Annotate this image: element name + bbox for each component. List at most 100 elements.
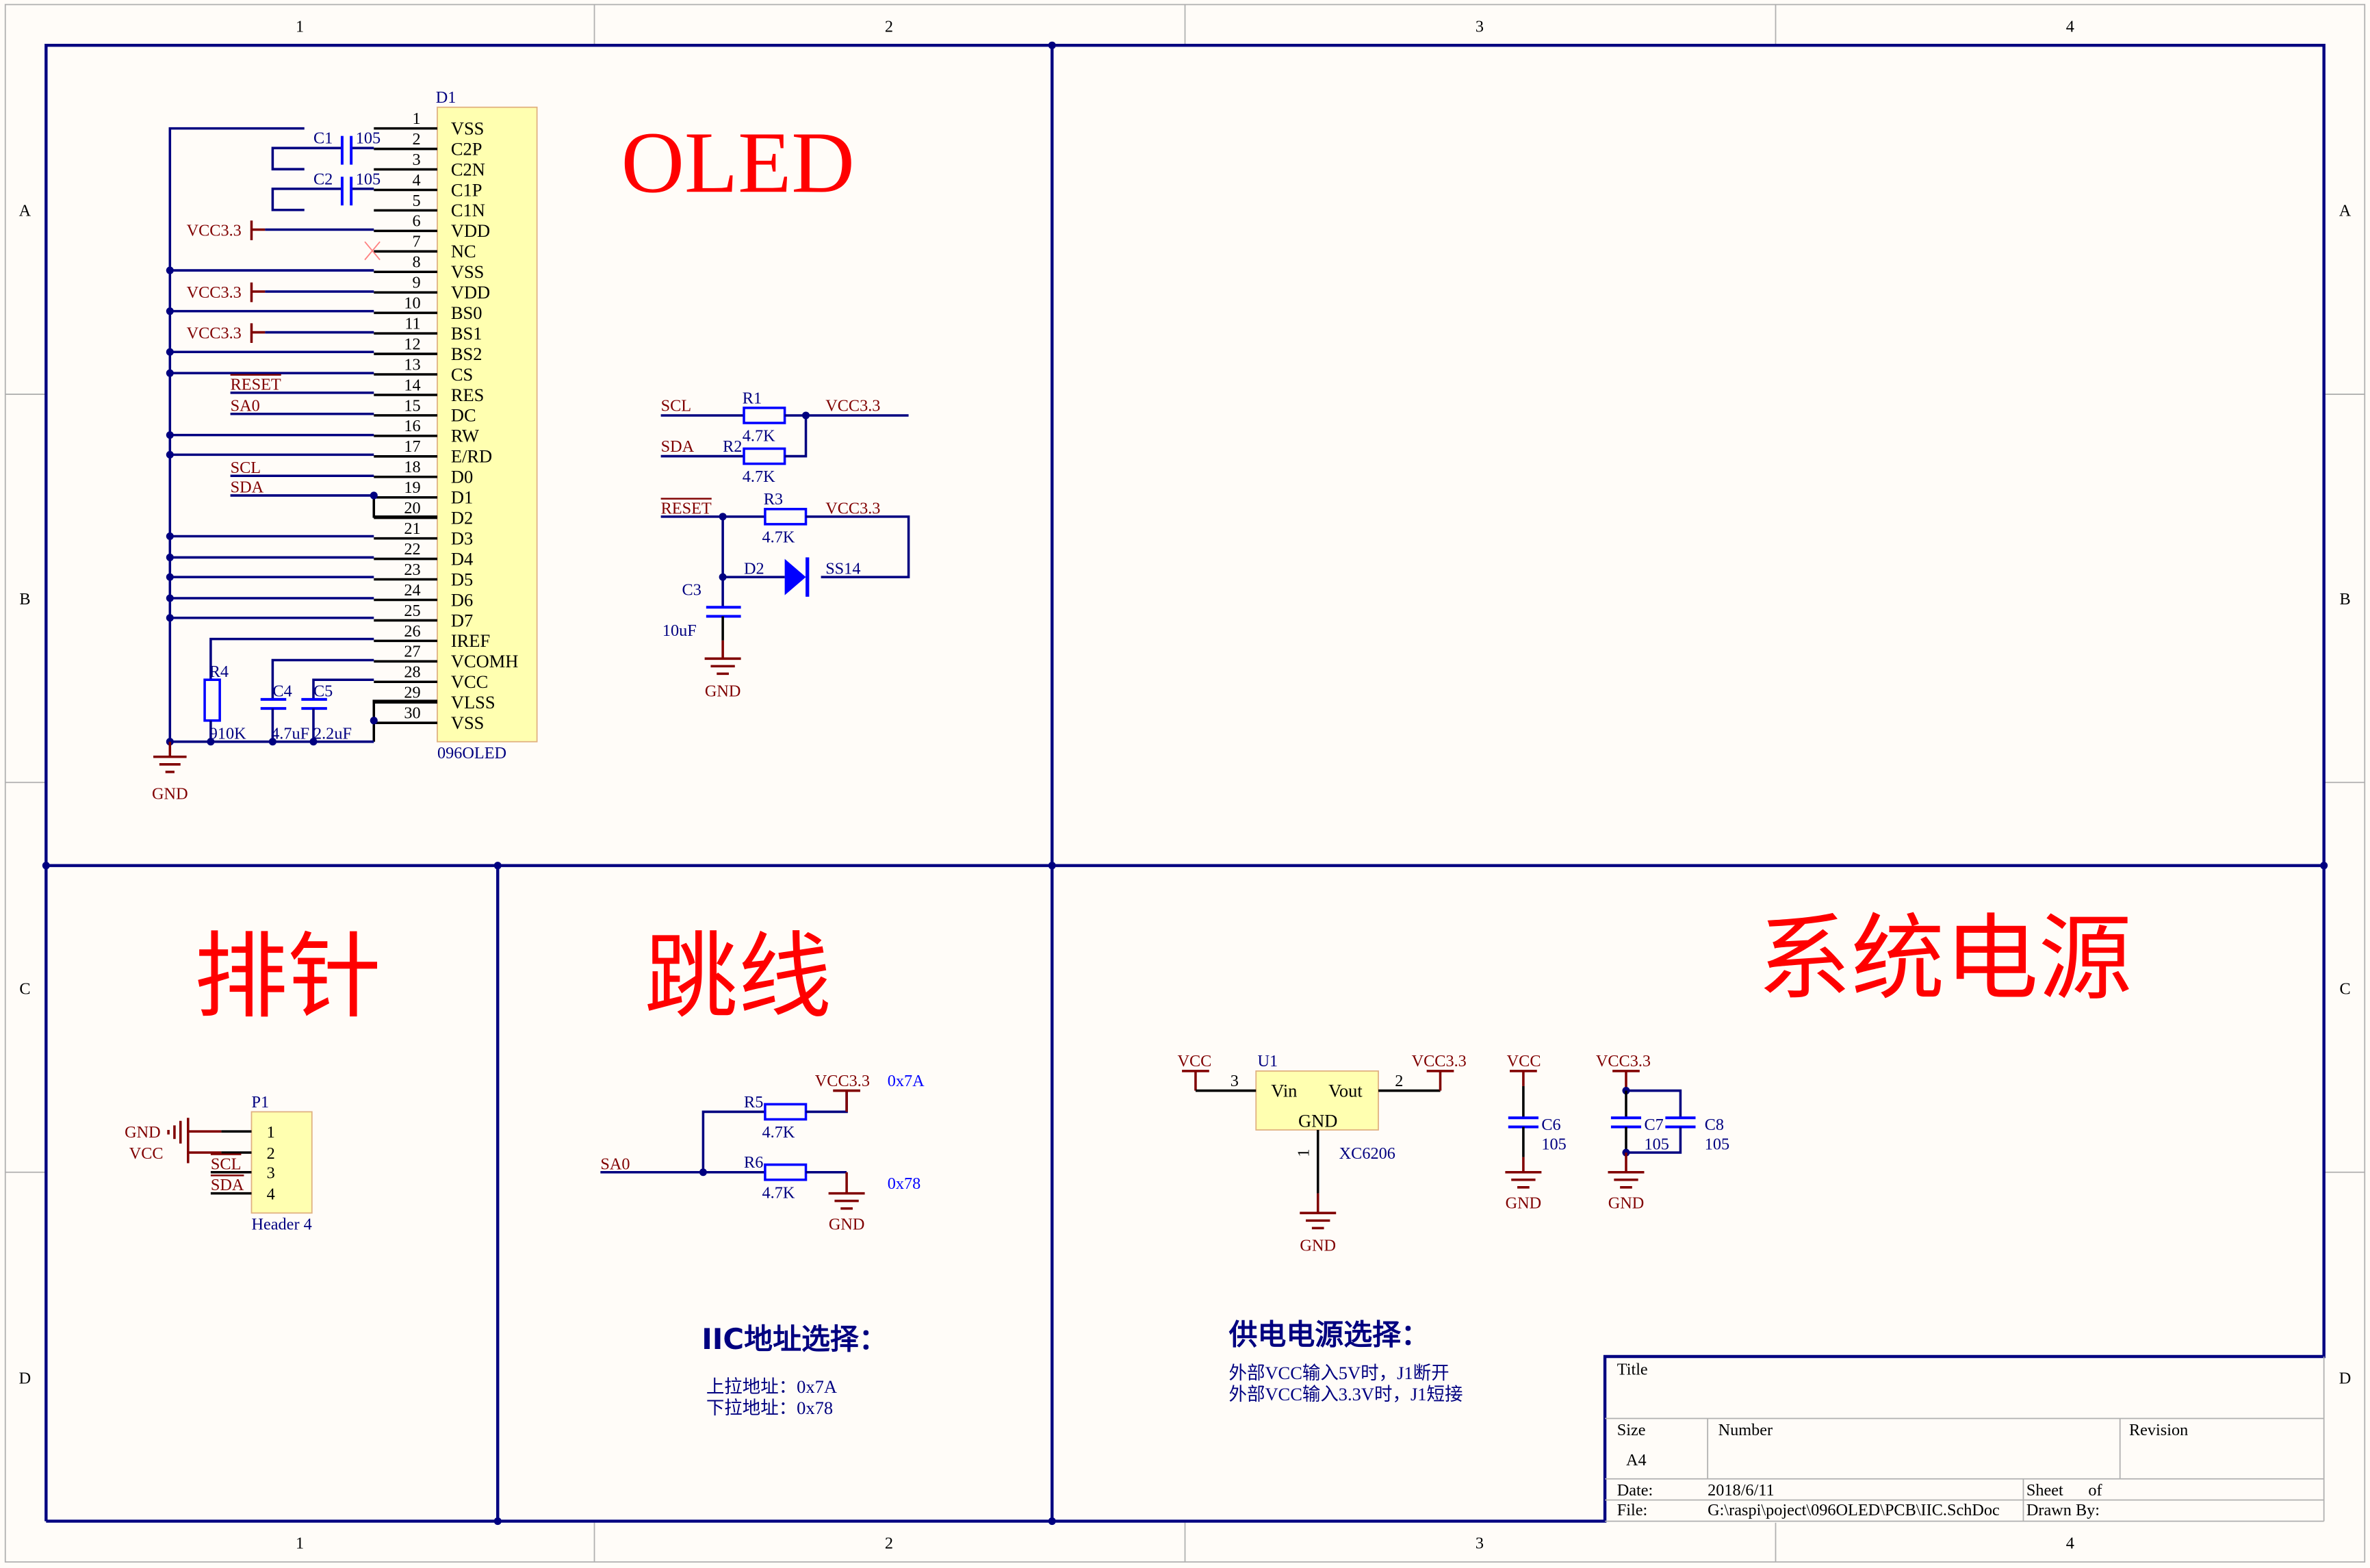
row-label: D bbox=[19, 1370, 31, 1388]
pin-name: VDD bbox=[451, 220, 490, 241]
row-label: B bbox=[19, 590, 30, 608]
date-value: 2018/6/11 bbox=[1708, 1481, 1775, 1500]
pin-number: 1 bbox=[1294, 1149, 1313, 1157]
part-designator: D1 bbox=[436, 88, 456, 107]
net-label-vcc33: VCC3.3 bbox=[1412, 1052, 1467, 1070]
col-label: 4 bbox=[2066, 17, 2074, 36]
diode-icon bbox=[784, 558, 806, 595]
net-label-vcc33: VCC3.3 bbox=[187, 221, 242, 240]
net-label-vcc33: VCC3.3 bbox=[187, 283, 242, 302]
row-label: C bbox=[19, 979, 30, 998]
cap-designator: C7 bbox=[1644, 1116, 1663, 1134]
pin-number: 18 bbox=[404, 458, 420, 476]
section-title-oled: OLED bbox=[621, 114, 855, 211]
address-high: 0x7A bbox=[888, 1072, 925, 1090]
pin-number: 21 bbox=[404, 519, 420, 538]
pin-name: BS2 bbox=[451, 344, 482, 364]
pin-name: VSS bbox=[451, 118, 485, 138]
net-label-sa0: SA0 bbox=[231, 396, 260, 415]
cap-designator: C4 bbox=[272, 682, 292, 700]
pin-name: RES bbox=[451, 385, 485, 405]
res-value: 4.7K bbox=[762, 1183, 795, 1202]
pin-number: 27 bbox=[404, 643, 420, 661]
size-value: A4 bbox=[1626, 1451, 1647, 1469]
res-value: 4.7K bbox=[762, 1123, 795, 1142]
pin-number: 30 bbox=[404, 704, 420, 723]
pin-name: D6 bbox=[451, 589, 473, 610]
header-p1[interactable]: P1 Header 4 1 2 3 4 GND VCC SCL SDA bbox=[125, 1093, 313, 1234]
pin-name: BS0 bbox=[451, 303, 482, 323]
pin-number: 22 bbox=[404, 540, 420, 558]
pin-name: Vin bbox=[1271, 1080, 1297, 1101]
capacitor-c6[interactable]: VCC GND C6 105 bbox=[1505, 1052, 1567, 1213]
pin-name: VDD bbox=[451, 282, 490, 303]
pin-name: IREF bbox=[451, 630, 490, 651]
cap-value: 4.7uF bbox=[271, 724, 309, 743]
pin-number: 23 bbox=[404, 561, 420, 579]
pin-number: 20 bbox=[404, 499, 420, 517]
power-note-heading: 供电电源选择： bbox=[1229, 1318, 1430, 1351]
section-title-header: 排针 bbox=[194, 925, 382, 1029]
row-label: A bbox=[19, 202, 31, 220]
pin-number: 19 bbox=[404, 478, 420, 497]
pin-number: 3 bbox=[413, 151, 421, 169]
diode-value: SS14 bbox=[825, 560, 860, 578]
col-label: 2 bbox=[885, 1534, 893, 1552]
address-jumper[interactable]: SA0 VCC3.3 GND 0x7A 0x78 R5 4.7K R6 4.7K bbox=[600, 1072, 925, 1234]
revision-label: Revision bbox=[2129, 1421, 2188, 1439]
net-label-vcc33: VCC3.3 bbox=[815, 1072, 870, 1090]
i2c-pullups[interactable]: SCL SDA VCC3.3 R1 4.7K R2 4.7K bbox=[660, 389, 909, 486]
pin-name: VCOMH bbox=[451, 651, 519, 671]
iic-note-heading: IIC地址选择： bbox=[701, 1322, 888, 1356]
date-label: Date: bbox=[1617, 1481, 1653, 1500]
net-label-vcc33: VCC3.3 bbox=[1596, 1052, 1651, 1070]
pin-number: 3 bbox=[1231, 1072, 1239, 1090]
pin-name: VLSS bbox=[451, 692, 495, 712]
net-label-vcc33: VCC3.3 bbox=[825, 499, 880, 517]
pin-number: 14 bbox=[404, 376, 420, 394]
iic-note-line: 下拉地址：0x78 bbox=[706, 1398, 833, 1418]
reset-circuit[interactable]: RESET VCC3.3 GND R3 4.7K D2 SS14 C3 10uF bbox=[660, 490, 910, 700]
cap-value: 105 bbox=[356, 170, 381, 188]
zone-labels: 1 2 3 4 1 2 3 4 A B C D A B C D bbox=[19, 17, 2352, 1552]
pin-name: RW bbox=[451, 426, 479, 446]
pin-name: BS1 bbox=[451, 323, 482, 344]
part-comment: Header 4 bbox=[251, 1216, 311, 1234]
net-label-gnd: GND bbox=[1506, 1194, 1542, 1213]
pin-row: 27 VCOMH bbox=[374, 643, 518, 671]
net-label-scl: SCL bbox=[661, 396, 692, 415]
cap-designator: C8 bbox=[1705, 1116, 1724, 1134]
res-value: 4.7K bbox=[762, 528, 795, 546]
pin-name: D2 bbox=[451, 507, 473, 528]
pin-name: VSS bbox=[451, 261, 485, 282]
pin-row: 20 D2 bbox=[374, 499, 473, 528]
power-note-line: 外部VCC输入3.3V时，J1短接 bbox=[1229, 1384, 1463, 1404]
pin-name: CS bbox=[451, 364, 473, 385]
pin-number: 2 bbox=[267, 1144, 275, 1163]
cap-designator: C6 bbox=[1541, 1116, 1560, 1134]
regulator-u1[interactable]: VCC VCC3.3 GND U1 XC6206 Vin Vout GND 3 … bbox=[1177, 1052, 1466, 1255]
net-label-sa0: SA0 bbox=[600, 1155, 630, 1173]
cap-value: 105 bbox=[1644, 1135, 1669, 1154]
pin-name: D4 bbox=[451, 548, 473, 569]
capacitor-c7-c8[interactable]: VCC3.3 GND C7 105 C8 105 bbox=[1596, 1052, 1729, 1212]
net-label-vcc: VCC bbox=[129, 1144, 164, 1163]
cap-designator: C2 bbox=[313, 170, 333, 188]
number-label: Number bbox=[1718, 1421, 1773, 1439]
net-label-gnd: GND bbox=[829, 1216, 865, 1234]
